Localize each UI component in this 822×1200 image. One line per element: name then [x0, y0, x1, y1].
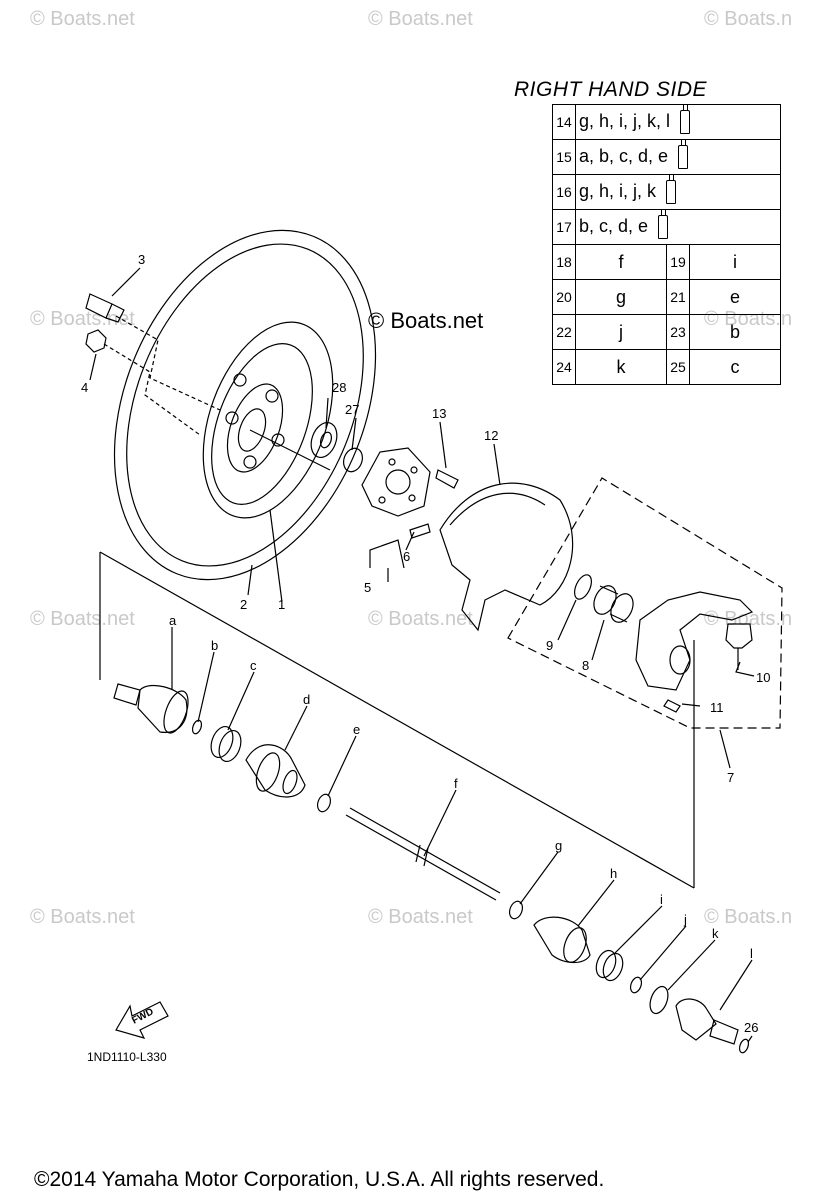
- diagram-code: 1ND1110-L330: [87, 1050, 167, 1064]
- fwd-arrow-icon: [115, 1001, 169, 1039]
- kit-contents: g, h, i, j, k, l: [575, 104, 781, 140]
- callout-8: 8: [582, 658, 589, 673]
- kit-number: 15: [552, 139, 576, 175]
- collar: [310, 421, 338, 459]
- steering-knuckle: [635, 591, 754, 691]
- callout-10: 10: [756, 670, 770, 685]
- callout-26: 26: [744, 1020, 758, 1035]
- part-number: 20: [552, 279, 576, 315]
- callout-7: 7: [727, 770, 734, 785]
- part-letter: b: [689, 314, 781, 350]
- callout-4: 4: [81, 380, 88, 395]
- bearing: [593, 585, 634, 623]
- watermark: © Boats.net: [368, 906, 473, 928]
- watermark: © Boats.net: [30, 906, 135, 928]
- callout-9: 9: [546, 638, 553, 653]
- kit-table: 14 g, h, i, j, k, l 15 a, b, c, d, e 16 …: [552, 104, 781, 385]
- table-row: 17 b, c, d, e: [552, 209, 781, 245]
- wheel-hub: [361, 447, 431, 517]
- kit-contents: g, h, i, j, k: [575, 174, 781, 210]
- part-letter: k: [575, 349, 667, 385]
- part-letter: c: [689, 349, 781, 385]
- part-number: 24: [552, 349, 576, 385]
- watermark: © Boats.net: [30, 8, 135, 30]
- letter-l: l: [750, 946, 753, 961]
- letter-a: a: [169, 613, 177, 628]
- callout-11: 11: [710, 700, 724, 715]
- table-row: 22 j 23 b: [552, 314, 781, 350]
- callout-2: 2: [240, 597, 247, 612]
- cv-boot-inner: [533, 916, 591, 964]
- callout-12: 12: [484, 428, 498, 443]
- valve-stem: [85, 293, 125, 323]
- table-row: 20 g 21 e: [552, 279, 781, 315]
- callout-13: 13: [432, 406, 446, 421]
- watermark: © Boats.n: [704, 8, 793, 30]
- bottle-icon: [666, 174, 677, 204]
- cv-boot-outer: [245, 744, 306, 798]
- part-number: 22: [552, 314, 576, 350]
- kit-number: 16: [552, 174, 576, 210]
- callout-28: 28: [332, 380, 346, 395]
- kit-contents: a, b, c, d, e: [575, 139, 781, 175]
- kit-number: 14: [552, 104, 576, 140]
- letter-g: g: [555, 838, 562, 853]
- drive-shaft: [345, 807, 501, 901]
- part-number: 18: [552, 244, 576, 280]
- watermark: © Boats.net: [368, 608, 473, 630]
- part-number: 25: [666, 349, 690, 385]
- kit-contents: b, c, d, e: [575, 209, 781, 245]
- letter-e: e: [353, 722, 360, 737]
- part-letter: e: [689, 279, 781, 315]
- boot-band: [210, 725, 242, 763]
- part-number: 19: [666, 244, 690, 280]
- table-title: RIGHT HAND SIDE: [514, 78, 708, 101]
- table-row: 16 g, h, i, j, k: [552, 174, 781, 210]
- brake-disc-guard: [439, 482, 574, 632]
- part-letter: i: [689, 244, 781, 280]
- bottle-icon: [678, 139, 689, 169]
- cv-joint-inner: [675, 998, 739, 1045]
- watermark: © Boats.net: [368, 8, 473, 30]
- letter-c: c: [250, 658, 257, 673]
- letter-d: d: [303, 692, 310, 707]
- watermark: © Boats.n: [704, 906, 793, 928]
- copyright-notice: ©2014 Yamaha Motor Corporation, U.S.A. A…: [34, 1168, 605, 1191]
- callout-1: 1: [278, 597, 285, 612]
- kit-number: 17: [552, 209, 576, 245]
- table-row: 14 g, h, i, j, k, l: [552, 104, 781, 140]
- cv-joint-outer: [113, 683, 189, 734]
- spacer: [342, 447, 364, 473]
- part-letter: g: [575, 279, 667, 315]
- table-row: 18 f 19 i: [552, 244, 781, 280]
- letter-j: j: [683, 912, 687, 927]
- letter-b: b: [211, 638, 218, 653]
- table-row: 24 k 25 c: [552, 349, 781, 385]
- wheel-nut: [85, 329, 107, 353]
- part-letter: j: [575, 314, 667, 350]
- bottle-icon: [658, 209, 669, 239]
- tire: [113, 229, 377, 581]
- callout-5: 5: [364, 580, 371, 595]
- callout-3: 3: [138, 252, 145, 267]
- watermark: © Boats.net: [30, 308, 135, 330]
- table-row: 15 a, b, c, d, e: [552, 139, 781, 175]
- bottle-icon: [680, 104, 691, 134]
- letter-f: f: [454, 776, 458, 791]
- watermark: © Boats.net: [30, 608, 135, 630]
- wheel-rim: [202, 321, 334, 519]
- circlip: [574, 574, 592, 600]
- part-number: 23: [666, 314, 690, 350]
- letter-i: i: [660, 892, 663, 907]
- letter-k: k: [712, 926, 719, 941]
- center-watermark: © Boats.net: [368, 308, 484, 333]
- letter-h: h: [610, 866, 617, 881]
- callout-27: 27: [345, 402, 359, 417]
- watermark: © Boats.n: [704, 608, 793, 630]
- part-letter: f: [575, 244, 667, 280]
- callout-6: 6: [403, 549, 410, 564]
- part-number: 21: [666, 279, 690, 315]
